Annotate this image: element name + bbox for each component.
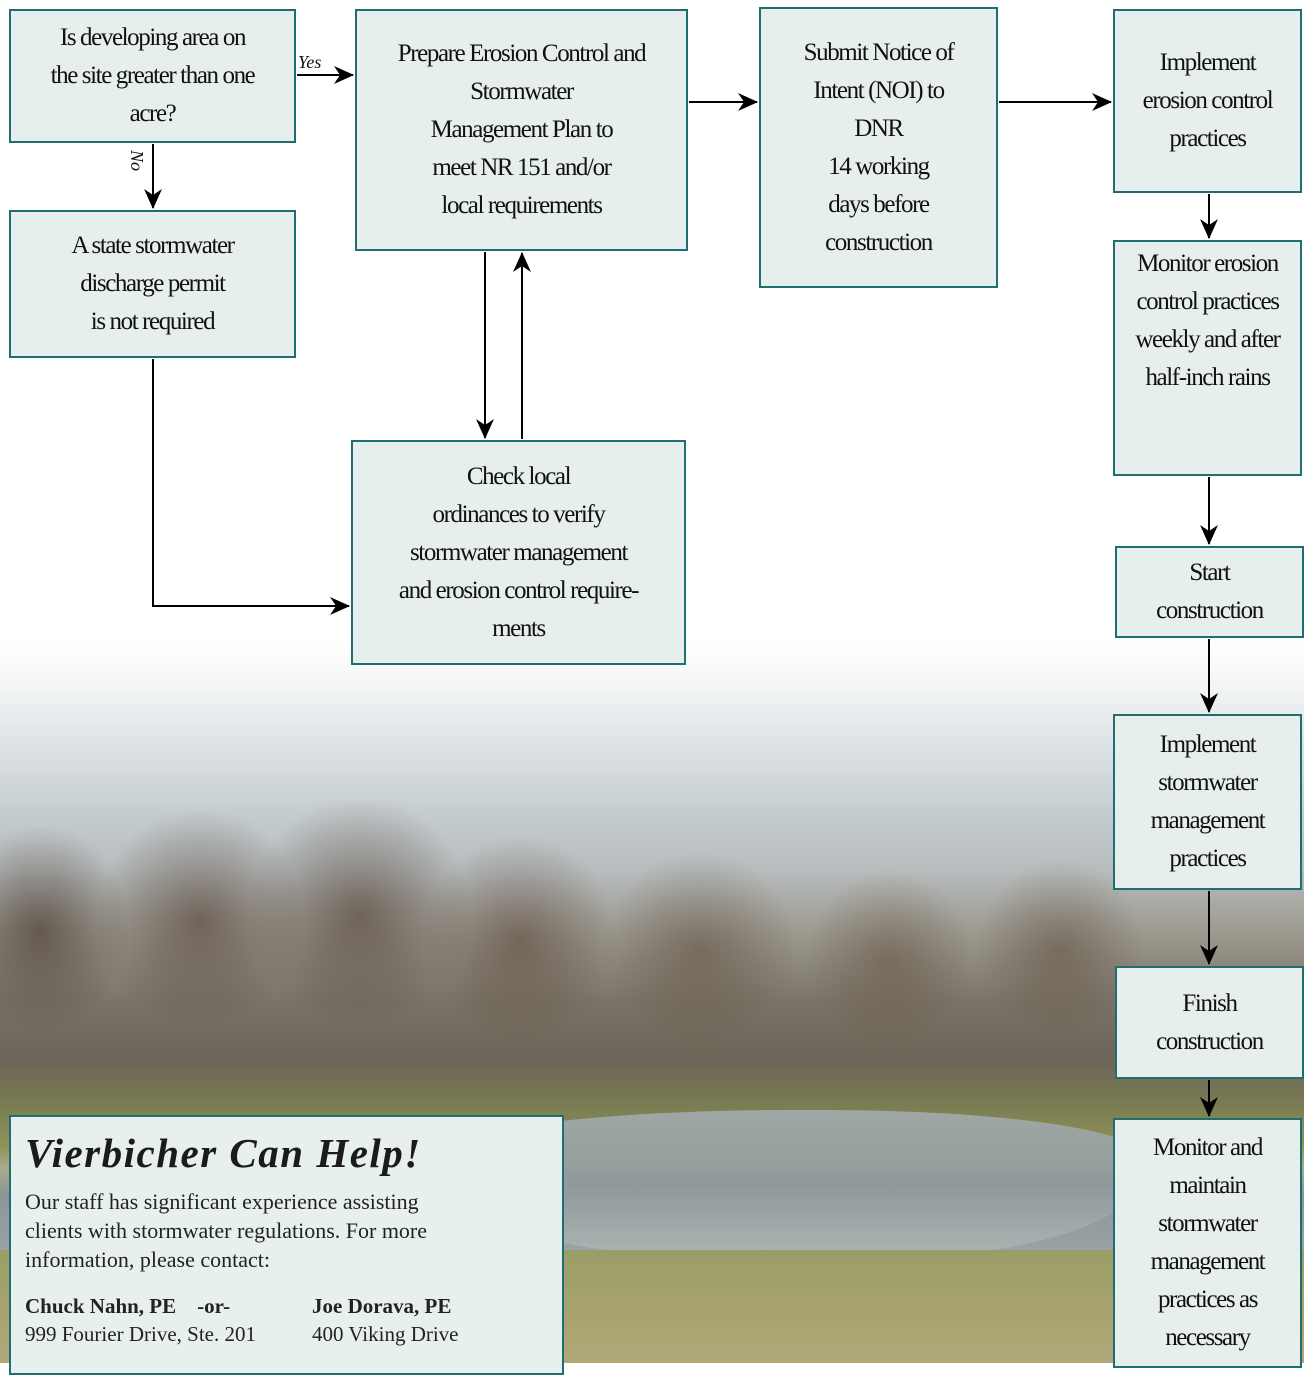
node-area-question-text: Is developing area on the site greater t… [50,24,256,127]
node-monitor-erosion: Monitor erosion control practices weekly… [1113,240,1302,476]
help-body: Our staff has significant experience ass… [25,1189,428,1272]
node-no-permit: A state stormwater discharge permit is n… [9,210,296,358]
node-monitor-stormwater: Monitor and maintain stormwater manageme… [1113,1118,1302,1368]
contact-1-address: 999 Fourier Drive, Ste. 201 [25,1322,256,1346]
node-start-construction: Start construction [1115,546,1304,638]
contact-1: Chuck Nahn, PE -or- 999 Fourier Drive, S… [25,1292,312,1348]
node-monitor-stormwater-text: Monitor and maintain stormwater manageme… [1150,1134,1266,1351]
node-monitor-erosion-text: Monitor erosion control practices weekly… [1135,250,1281,391]
tree-line [0,800,1304,1080]
edge-label-yes: Yes [298,52,322,72]
node-prepare-plan-text: Prepare Erosion Control and Stormwater M… [397,40,647,219]
node-check-local-text: Check local ordinances to verify stormwa… [398,462,640,642]
node-implement-erosion: Implement erosion control practices [1113,9,1302,193]
node-prepare-plan: Prepare Erosion Control and Stormwater M… [355,9,688,251]
node-finish-construction: Finish construction [1115,966,1304,1079]
node-finish-construction-text: Finish construction [1156,989,1264,1055]
help-title: Vierbicher Can Help! [25,1130,422,1176]
node-area-question: Is developing area on the site greater t… [9,9,296,143]
contact-or: -or- [197,1294,231,1318]
edge-label-no: No [127,150,147,172]
node-submit-noi: Submit Notice of Intent (NOI) to DNR 14 … [759,7,998,288]
node-check-local: Check local ordinances to verify stormwa… [351,440,686,665]
contact-1-name: Chuck Nahn, PE [25,1294,177,1318]
help-panel: Vierbicher Can Help! Our staff has signi… [9,1115,564,1375]
node-implement-erosion-text: Implement erosion control practices [1142,49,1274,152]
contact-2-address: 400 Viking Drive [312,1322,459,1346]
contacts: Chuck Nahn, PE -or- 999 Fourier Drive, S… [25,1292,548,1348]
node-submit-noi-text: Submit Notice of Intent (NOI) to DNR 14 … [803,38,955,256]
contact-2-name: Joe Dorava, PE [312,1294,452,1318]
node-implement-stormwater: Implement stormwater management practice… [1113,714,1302,890]
node-start-construction-text: Start construction [1156,559,1264,624]
node-no-permit-text: A state stormwater discharge permit is n… [71,232,235,335]
node-implement-stormwater-text: Implement stormwater management practice… [1150,731,1266,872]
contact-2: Joe Dorava, PE 400 Viking Drive [312,1292,459,1348]
arrow-no-permit-to-check [152,359,350,615]
